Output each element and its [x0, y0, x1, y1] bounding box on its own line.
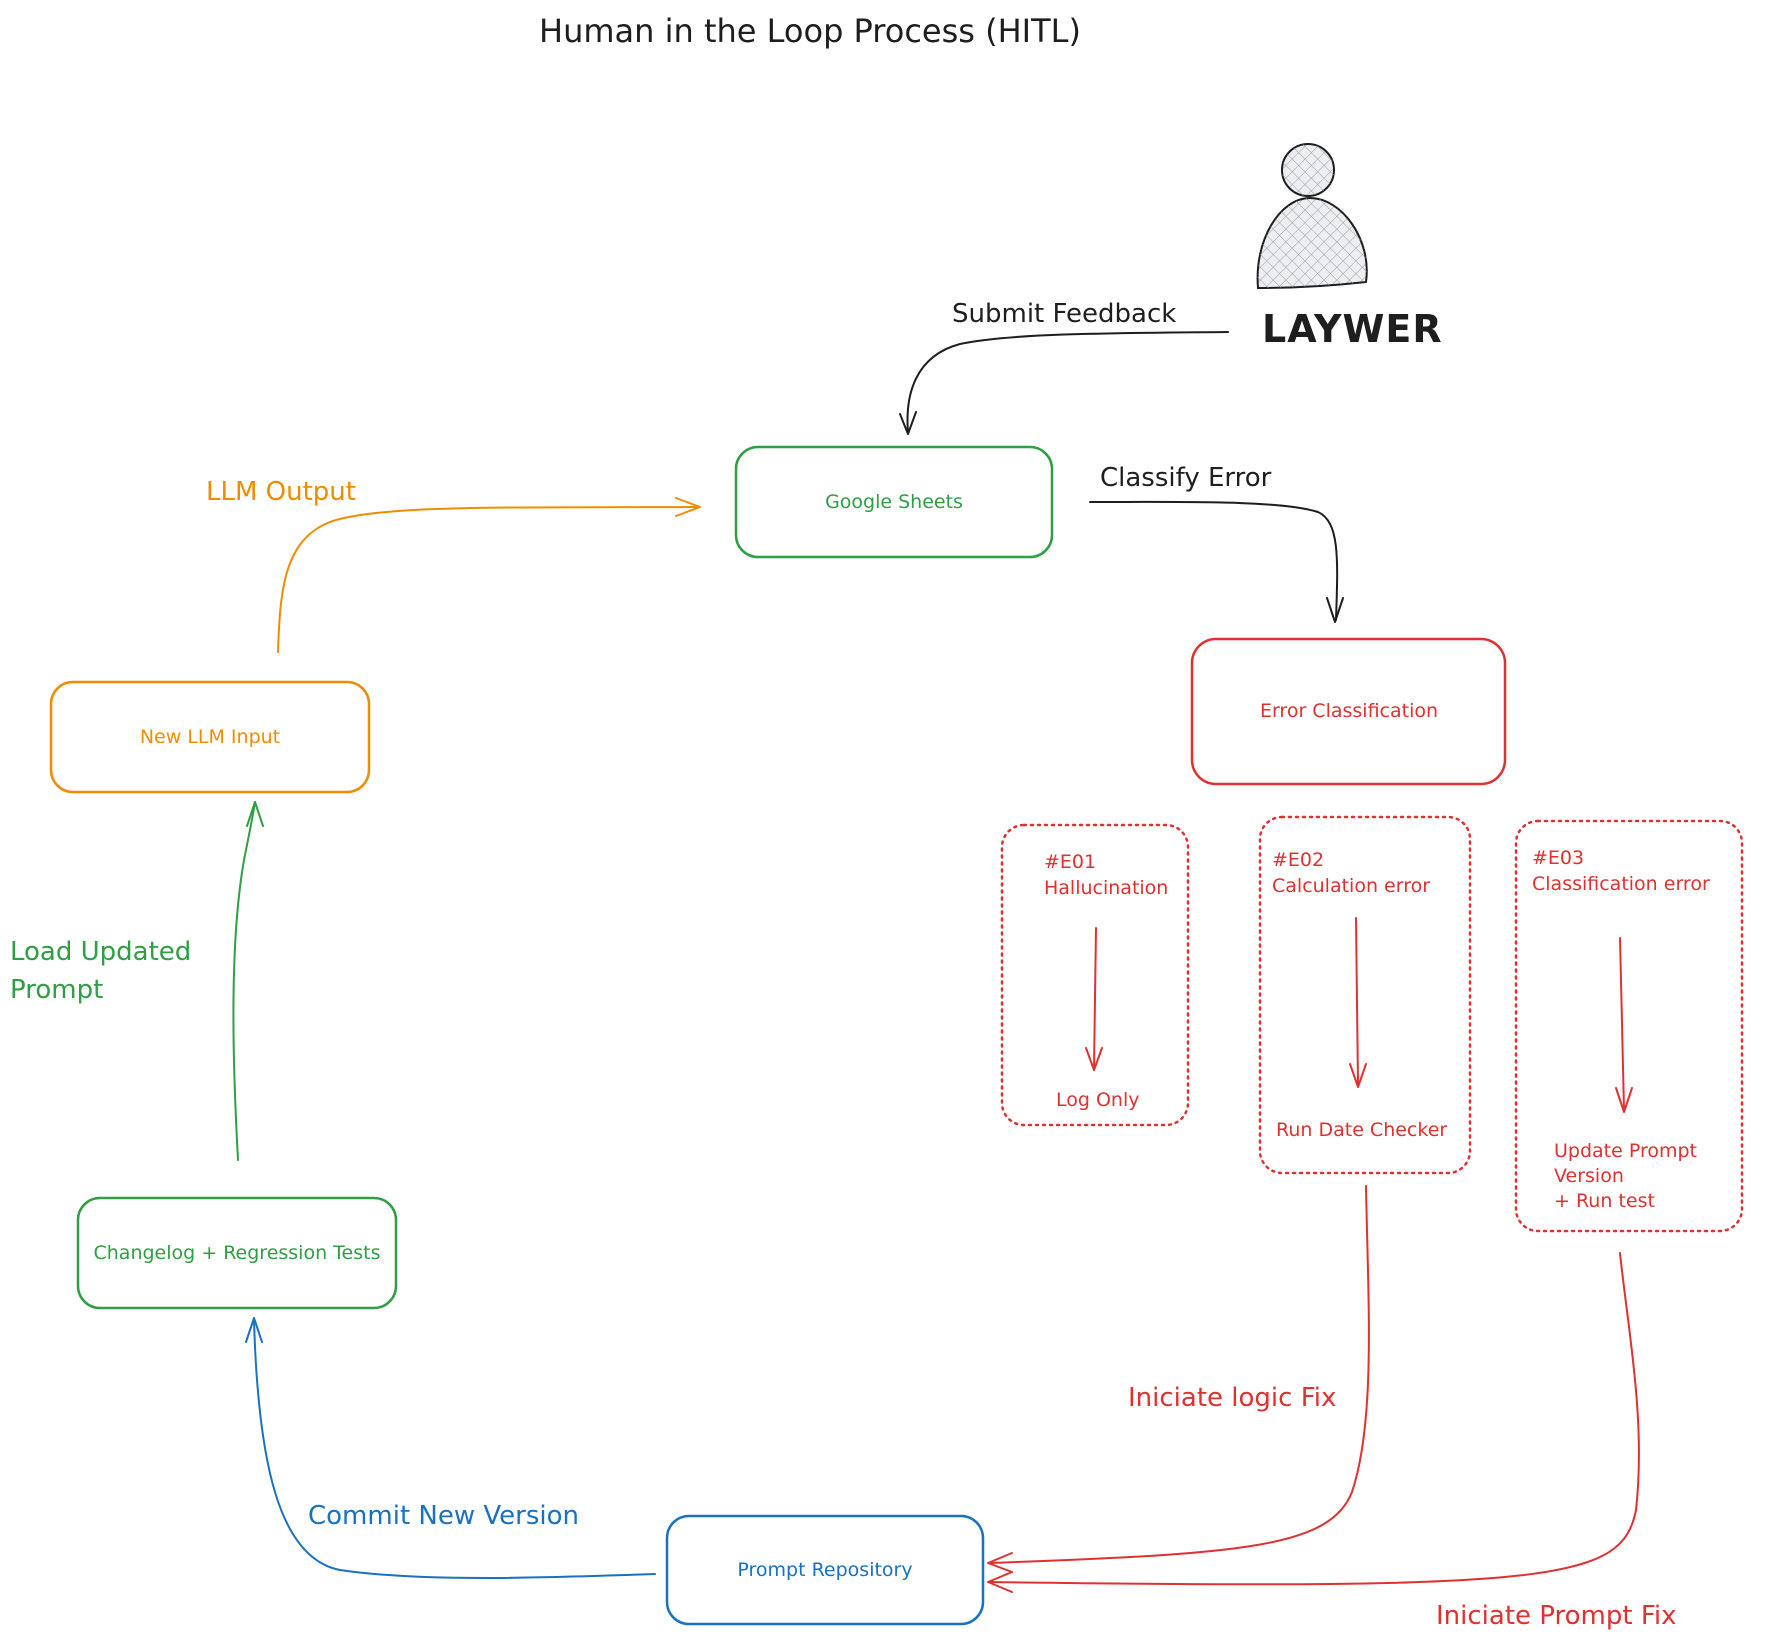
- error-action-e02: Run Date Checker: [1276, 1119, 1447, 1141]
- edge-label-iniciate-logic-fix: Iniciate logic Fix: [1128, 1383, 1336, 1413]
- node-error-classification: [1190, 637, 1507, 786]
- node-prompt-repository-label: Prompt Repository: [737, 1559, 912, 1581]
- node-google-sheets-label: Google Sheets: [825, 491, 963, 513]
- edge-label-classify-error: Classify Error: [1100, 463, 1272, 493]
- error-name-e01: Hallucination: [1044, 877, 1168, 899]
- edge-commit-new-version: [245, 1317, 656, 1579]
- error-action-e03-line3: + Run test: [1554, 1190, 1655, 1212]
- error-code-e02: #E02: [1272, 849, 1324, 871]
- node-prompt-repository: [665, 1514, 985, 1626]
- edge-submit-feedback: [899, 331, 1229, 435]
- person-label: LAYWER: [1262, 307, 1443, 351]
- error-group-e02: [1258, 815, 1472, 1175]
- edge-load-updated-prompt: [232, 801, 264, 1161]
- person-icon: [1256, 143, 1368, 290]
- edge-llm-output: [277, 497, 701, 653]
- error-action-e03-line2: Version: [1554, 1165, 1624, 1187]
- node-changelog: [76, 1196, 398, 1310]
- error-group-e01: [1000, 823, 1190, 1127]
- error-name-e03: Classification error: [1532, 873, 1710, 895]
- error-group-e03: [1514, 819, 1744, 1233]
- edge-iniciate-prompt-fix: [987, 1252, 1640, 1593]
- diagram-title: Human in the Loop Process (HITL): [539, 12, 1081, 50]
- edge-label-llm-output: LLM Output: [206, 477, 356, 507]
- error-name-e02: Calculation error: [1272, 875, 1430, 897]
- node-new-llm-input: [49, 680, 371, 794]
- node-error-classification-label: Error Classification: [1260, 700, 1438, 722]
- node-google-sheets: [734, 445, 1054, 559]
- edge-label-iniciate-prompt-fix: Iniciate Prompt Fix: [1436, 1601, 1677, 1631]
- edge-classify-error: [1089, 500, 1344, 623]
- error-code-e01: #E01: [1044, 851, 1096, 873]
- edge-iniciate-logic-fix: [987, 1185, 1370, 1573]
- error-code-e03: #E03: [1532, 847, 1584, 869]
- edge-label-submit-feedback: Submit Feedback: [952, 299, 1176, 329]
- error-action-e03-line1: Update Prompt: [1554, 1140, 1697, 1162]
- edge-label-commit-new-version: Commit New Version: [308, 1501, 579, 1531]
- node-new-llm-input-label: New LLM Input: [140, 726, 280, 748]
- edge-label-load-updated-prompt-line2: Prompt: [10, 975, 103, 1005]
- edge-label-load-updated-prompt-line1: Load Updated: [10, 937, 191, 967]
- error-action-e01: Log Only: [1056, 1089, 1140, 1111]
- node-changelog-label: Changelog + Regression Tests: [94, 1242, 381, 1264]
